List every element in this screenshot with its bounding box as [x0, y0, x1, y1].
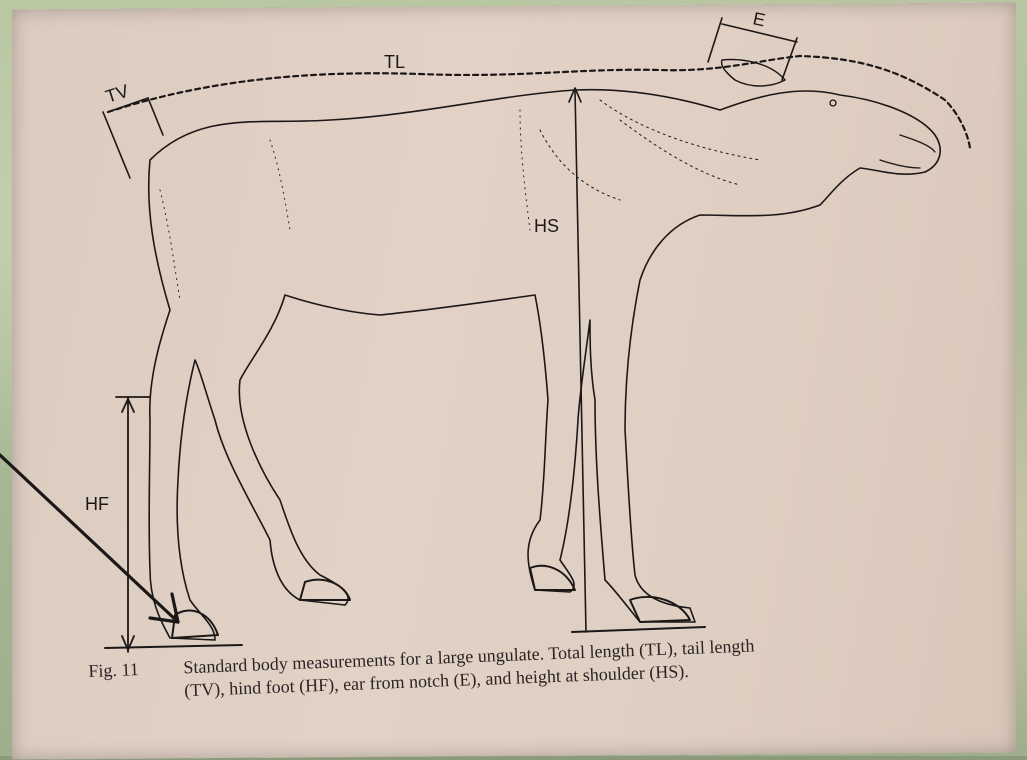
figure-number: Fig. 11 [88, 656, 184, 683]
hind-hoof-front [172, 611, 218, 638]
total-length-dashed-line [108, 56, 970, 148]
hind-hoof-rear [300, 580, 350, 600]
ground-line-fore [572, 627, 705, 632]
pointer-arrow-line [0, 455, 178, 622]
moose-eye [830, 100, 836, 106]
tail-tick-right [148, 98, 163, 135]
ear-tick-left [708, 18, 722, 62]
label-e: E [751, 8, 767, 30]
moose-mane-shading [540, 100, 760, 200]
label-hs: HS [534, 216, 559, 236]
label-tl: TL [384, 52, 405, 72]
moose-fur-shading [160, 110, 530, 300]
label-hf: HF [85, 494, 109, 514]
moose-snout [880, 135, 935, 168]
label-tv: TV [103, 81, 131, 107]
fore-hoof-rear [530, 566, 575, 590]
tail-tick-left [103, 112, 130, 178]
ear-tick-right [782, 38, 797, 80]
moose-body-outline [149, 90, 941, 640]
